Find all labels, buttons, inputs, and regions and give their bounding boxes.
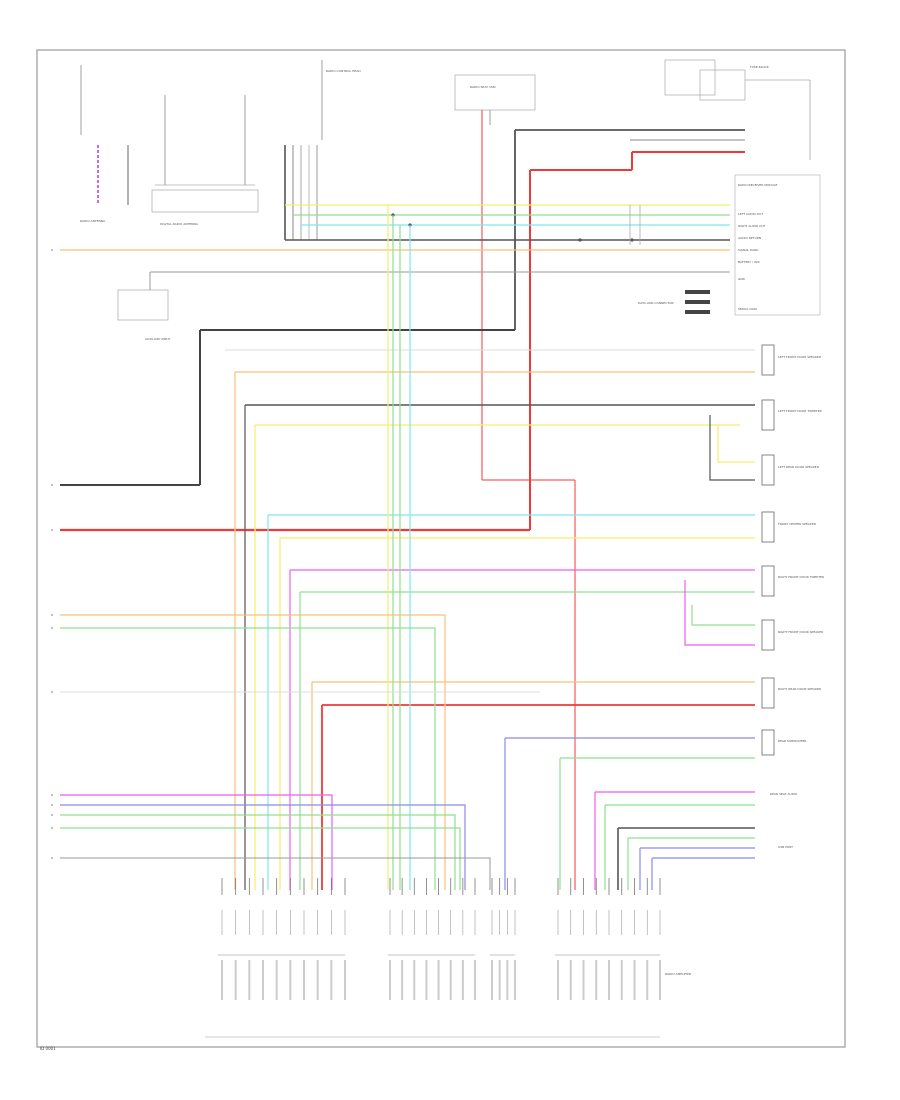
center-speaker-label: FRONT CENTER SPEAKER [778,522,816,526]
radio-antenna-label: RADIO ANTENNA [80,219,106,223]
ground-label: GND [738,277,746,281]
pin-label-mark [425,960,428,1000]
auxiliary-jack-group: AUXILIARY INPUT [117,289,171,341]
fuse-block-group: FUSE BLOCK [664,59,811,160]
radio-antenna-group: RADIO ANTENNA [80,65,129,223]
pin-label-mark [620,960,623,1000]
pin-label-mark [514,960,516,1000]
lf-door-speaker-label: LEFT FRONT DOOR SPEAKER [778,355,821,359]
pin-label-mark [569,960,572,1000]
pin-label-mark [474,960,476,1000]
pin-label-mark [582,960,585,1000]
connector-pins [221,878,661,1000]
pin-label-mark [275,960,278,1000]
pin-label-mark [491,960,493,1000]
left-entry-wires [60,614,540,890]
radio-module-label: RADIO RECEIVER MODULE [738,183,777,187]
pin-label-mark [389,960,391,1000]
radio-module-block: RADIO RECEIVER MODULE LEFT AUDIO OUT RIG… [734,174,821,316]
center-speaker-box [761,511,775,543]
radio-seat-vsm-group: RADIO SEAT VSM [454,74,536,480]
lf-door-tweeter-label: LEFT FRONT DOOR TWEETER [778,409,822,413]
pin-label-mark [262,960,264,1000]
radio-control-head-label: RADIO CONTROL HEAD [326,69,361,73]
pin-label-mark [303,960,305,1000]
right-audio-out-label: RIGHT AUDIO OUT [738,224,766,228]
radio-seat-vsm-label: RADIO SEAT VSM [470,85,496,89]
pin-label-mark [330,960,333,1000]
lf-door-speaker-box [761,344,775,376]
rf-tweeter-box [761,565,775,597]
pin-label-mark [289,960,292,1000]
diagram-border [36,49,846,1048]
serial-data-label: SERIAL DATA [738,307,758,311]
pin-label-mark [595,960,598,1000]
pin-label-mark [413,960,416,1000]
pin-label-mark [506,960,509,1000]
left-audio-out-label: LEFT AUDIO OUT [738,212,763,216]
pin-label-mark [449,960,452,1000]
digital-radio-antenna-group: DIGITAL RADIO ANTENNA [151,95,259,226]
left-dark-harness [60,329,515,486]
signal-dark-label: SIGNAL DARK [738,248,759,252]
figure-id: ID 0001 [40,1046,56,1051]
rf-speaker-label: RIGHT FRONT DOOR SPEAKER [778,630,823,634]
pin-label-mark [646,960,649,1000]
pin-label-mark [316,960,319,1000]
subwoofer-box [761,729,775,756]
speaker-column: LEFT FRONT DOOR SPEAKER LEFT FRONT DOOR … [761,344,824,849]
rf-speaker-box [761,619,775,651]
pin-label-mark [633,960,636,1000]
rf-tweeter-label: RIGHT FRONT DOOR TWEETER [778,575,824,579]
lf-door-tweeter-box [761,399,775,431]
radio-control-head-group: RADIO CONTROL HEAD [284,60,361,240]
radio-amplifier-connectors: RADIO AMPLIFIER [218,954,691,976]
center-bundle [387,205,411,890]
radio-amplifier-label: RADIO AMPLIFIER [665,972,691,976]
pin-label-mark [344,960,346,1000]
pin-label-mark [234,960,237,1000]
digital-radio-antenna-label: DIGITAL RADIO ANTENNA [160,222,199,226]
auxiliary-jack-label: AUXILIARY INPUT [145,337,171,341]
pin-label-mark [437,960,440,1000]
usb-port-label: USB PORT [778,845,793,849]
subwoofer-label: REAR SUBWOOFER [778,739,807,743]
rr-speaker-box [761,677,775,709]
pin-label-mark [659,960,661,1000]
speaker-wires [225,349,755,890]
lf-rear-speaker-box [761,454,775,486]
fuse-block-label: FUSE BLOCK [750,65,770,69]
top-harness: DATA LINK CONNECTOR [60,129,745,530]
rr-speaker-label: RIGHT REAR DOOR SPEAKER [778,687,821,691]
pin-label-mark [401,960,404,1000]
rear-seat-controls-label: REAR SEAT AUDIO [770,792,798,796]
pin-label-mark [557,960,559,1000]
audio-return-label: AUDIO RETURN [738,236,761,240]
pin-label-mark [498,960,501,1000]
pin-label-mark [248,960,251,1000]
battery-label: BATTERY / IGN [738,260,759,264]
lf-rear-speaker-label: LEFT REAR DOOR SPEAKER [778,465,819,469]
pin-label-mark [221,960,223,1000]
data-link-label: DATA LINK CONNECTOR [638,301,674,305]
pin-label-mark [461,960,464,1000]
left-edge-markers [51,249,53,859]
pin-label-mark [608,960,610,1000]
